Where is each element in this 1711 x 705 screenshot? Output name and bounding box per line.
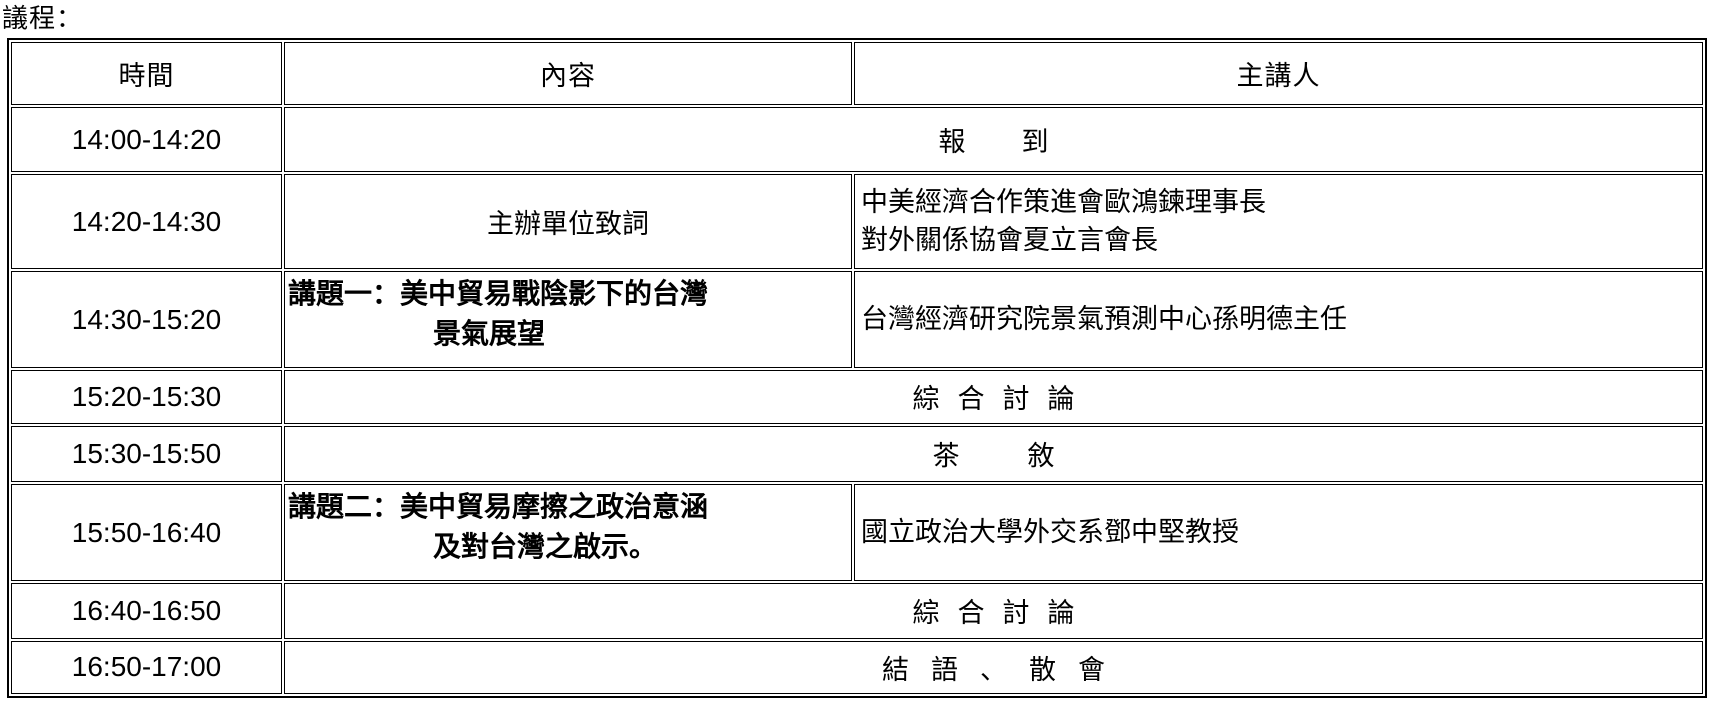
topic-line: 講題二：美中貿易摩擦之政治意涵: [288, 490, 709, 524]
row-content: 綜合討論: [284, 582, 1703, 639]
row-speaker: 國立政治大學外交系鄧中堅教授: [854, 484, 1703, 581]
topic-line: 及對台灣之啟示。: [433, 530, 658, 564]
table-row: 16:50-17:00 結語、散會: [11, 640, 1703, 694]
row-content: 茶敘: [284, 425, 1703, 483]
row-content: 結語、散會: [284, 640, 1703, 694]
row-content-text: 綜合討論: [912, 384, 1093, 416]
row-time: 14:30-15:20: [11, 271, 282, 369]
table-row: 14:20-14:30 主辦單位致詞 中美經濟合作策進會歐鴻鍊理事長 對外關係協…: [11, 173, 1703, 270]
row-content-text: 結語、散會: [882, 654, 1127, 686]
row-content-text: 報到: [938, 127, 1105, 159]
row-time: 16:40-16:50: [11, 582, 282, 639]
header-speaker: 主講人: [854, 42, 1703, 106]
row-time: 15:50-16:40: [11, 484, 282, 581]
row-time: 16:50-17:00: [11, 640, 282, 694]
row-content: 主辦單位致詞: [284, 173, 852, 270]
row-content-text: 茶敘: [932, 441, 1123, 473]
table-row: 15:50-16:40 講題二：美中貿易摩擦之政治意涵 及對台灣之啟示。 國立政…: [11, 484, 1703, 581]
speaker-line: 對外關係協會夏立言會長: [861, 224, 1158, 256]
table-row: 14:00-14:20 報到: [11, 107, 1703, 172]
topic-line: 講題一：美中貿易戰陰影下的台灣: [288, 277, 709, 311]
row-time: 14:00-14:20: [11, 107, 282, 172]
row-content-text: 綜合討論: [912, 598, 1093, 630]
table-row: 15:20-15:30 綜合討論: [11, 370, 1703, 424]
agenda-title: 議程：: [2, 4, 84, 34]
header-time: 時間: [11, 42, 282, 106]
table-row: 14:30-15:20 講題一：美中貿易戰陰影下的台灣 景氣展望 台灣經濟研究院…: [11, 271, 1703, 369]
agenda-table: 時間 內容 主講人 14:00-14:20 報到 14:20-14:30 主辦單…: [7, 38, 1707, 698]
row-time: 15:20-15:30: [11, 370, 282, 424]
row-speaker: 中美經濟合作策進會歐鴻鍊理事長 對外關係協會夏立言會長: [854, 173, 1703, 270]
table-row: 16:40-16:50 綜合討論: [11, 582, 1703, 639]
row-speaker: 台灣經濟研究院景氣預測中心孫明德主任: [854, 271, 1703, 369]
row-content: 報到: [284, 107, 1703, 172]
row-topic: 講題一：美中貿易戰陰影下的台灣 景氣展望: [284, 271, 852, 369]
table-row: 15:30-15:50 茶敘: [11, 425, 1703, 483]
table-header-row: 時間 內容 主講人: [11, 42, 1703, 106]
row-topic: 講題二：美中貿易摩擦之政治意涵 及對台灣之啟示。: [284, 484, 852, 581]
row-content: 綜合討論: [284, 370, 1703, 424]
row-time: 14:20-14:30: [11, 173, 282, 270]
speaker-line: 中美經濟合作策進會歐鴻鍊理事長: [861, 186, 1266, 218]
topic-line: 景氣展望: [433, 317, 546, 351]
header-content: 內容: [284, 42, 852, 106]
row-time: 15:30-15:50: [11, 425, 282, 483]
